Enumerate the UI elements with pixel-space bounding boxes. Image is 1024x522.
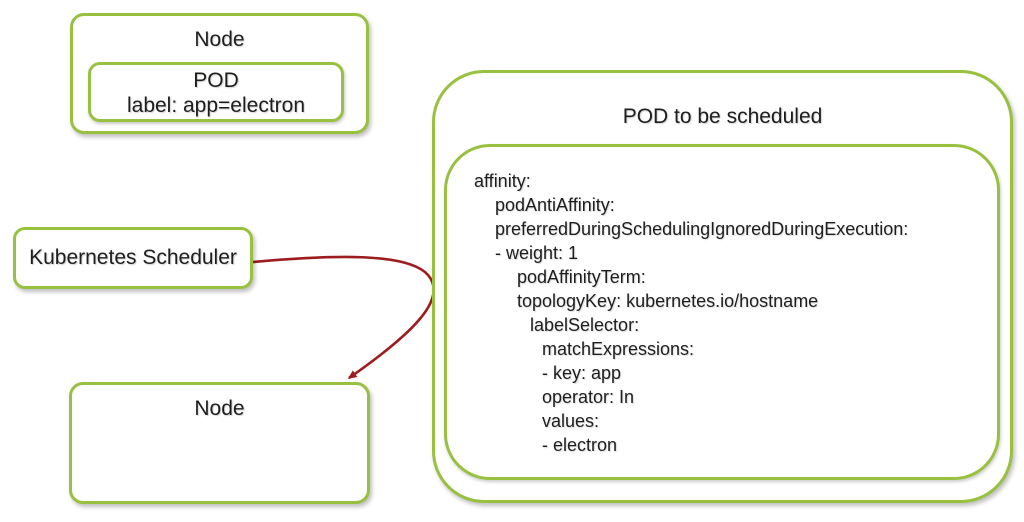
yaml-line: - key: app [542, 363, 622, 383]
arrow-path [252, 255, 435, 380]
yaml-line: affinity: [474, 171, 531, 191]
yaml-line: preferredDuringSchedulingIgnoredDuringEx… [495, 219, 909, 239]
node-box-bottom: Node [69, 382, 370, 504]
yaml-line: values: [542, 411, 600, 431]
pod-spec-box: affinity: podAntiAffinity: preferredDuri… [444, 144, 1000, 480]
scheduler-label: Kubernetes Scheduler [29, 246, 237, 269]
node-box-top: Node POD label: app=electron [70, 13, 369, 134]
yaml-line: podAffinityTerm: [517, 267, 646, 287]
node-bottom-label: Node [194, 397, 245, 420]
yaml-line: - electron [542, 435, 618, 455]
pod-label-line: label: app=electron [126, 94, 306, 117]
yaml-line: podAntiAffinity: [495, 195, 615, 215]
kubernetes-scheduler-box: Kubernetes Scheduler [13, 227, 253, 289]
yaml-line: operator: In [542, 387, 635, 407]
pod-to-be-scheduled-title: POD to be scheduled [622, 105, 823, 128]
pod-box: POD label: app=electron [88, 62, 344, 122]
pod-spec-yaml: affinity: podAntiAffinity: preferredDuri… [447, 147, 997, 457]
yaml-line: labelSelector: [530, 315, 640, 335]
pod-title: POD [193, 69, 239, 92]
yaml-line: matchExpressions: [542, 339, 695, 359]
yaml-line: - weight: 1 [495, 243, 579, 263]
node-top-label: Node [194, 28, 245, 51]
pod-to-be-scheduled-box: POD to be scheduled affinity: podAntiAff… [432, 70, 1013, 503]
yaml-line: topologyKey: kubernetes.io/hostname [517, 291, 819, 311]
